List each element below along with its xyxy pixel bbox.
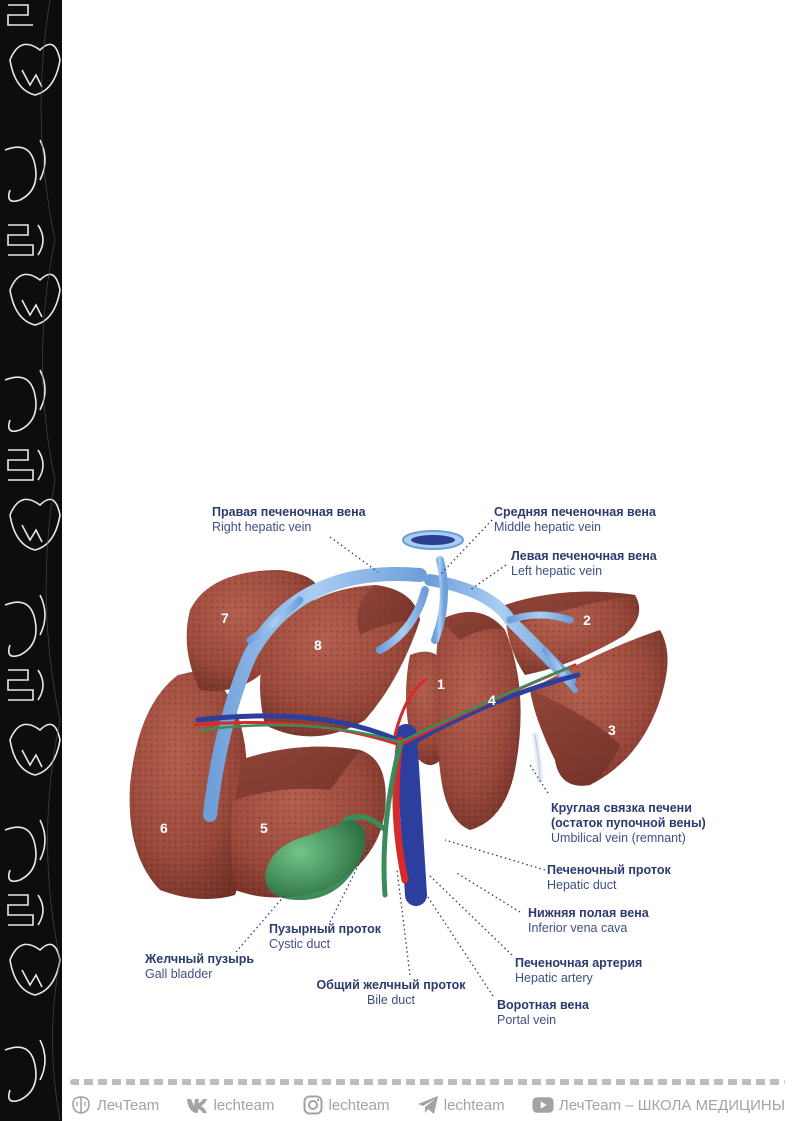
label-umbilical-vein: Круглая связка печени (остаток пупочной … xyxy=(551,801,706,846)
footer-youtube-text: ЛечTeam – ШКОЛА МЕДИЦИНЫ xyxy=(558,1096,785,1114)
label-en: Portal vein xyxy=(497,1013,557,1027)
segment-number-5: 5 xyxy=(260,820,268,836)
label-ru: Печеночный проток xyxy=(547,863,671,877)
segment-number-1: 1 xyxy=(437,676,445,692)
bile-ducts xyxy=(198,665,572,898)
label-ru: Общий желчный проток xyxy=(316,978,466,992)
footer-vk-text: lechteam xyxy=(213,1096,275,1114)
intestine-doodle-icon xyxy=(7,4,33,26)
segment-number-3: 3 xyxy=(608,722,616,738)
telegram-icon xyxy=(417,1095,439,1115)
label-ru: Левая печеночная вена xyxy=(511,549,657,563)
instagram-icon xyxy=(302,1095,324,1115)
label-portal-vein: Воротная вена Portal vein xyxy=(497,998,589,1028)
doodle-pattern xyxy=(4,0,61,1121)
label-ru: Правая печеночная вена xyxy=(212,505,366,519)
label-en: Hepatic artery xyxy=(515,971,593,985)
label-ru: Воротная вена xyxy=(497,998,589,1012)
label-hepatic-duct: Печеночный проток Hepatic duct xyxy=(547,863,671,893)
umbilical-ligament xyxy=(532,732,543,783)
footer-telegram-link[interactable]: lechteam xyxy=(417,1095,505,1115)
label-ru: Печеночная артерия xyxy=(515,956,643,970)
liver-segment-3 xyxy=(530,630,668,786)
heart-doodle-icon xyxy=(9,498,61,551)
label-inferior-vena-cava: Нижняя полая вена Inferior vena cava xyxy=(528,906,649,936)
stomach-doodle-icon xyxy=(4,819,46,883)
label-en: Cystic duct xyxy=(269,937,331,951)
liver-segment-8 xyxy=(260,585,420,737)
heart-doodle-icon xyxy=(9,273,61,326)
ivc-opening xyxy=(402,530,464,550)
footer: ЛечTeam lechteam lechteam lechteam ЛечTe… xyxy=(70,1073,785,1121)
label-en: Left hepatic vein xyxy=(511,564,603,578)
page-edge-rule xyxy=(62,0,65,1121)
footer-vk-link[interactable]: lechteam xyxy=(186,1095,274,1115)
label-ru: Нижняя полая вена xyxy=(528,906,649,920)
label-ru-line1: Круглая связка печени xyxy=(551,801,692,815)
segment-number-2: 2 xyxy=(583,612,591,628)
label-en: Hepatic duct xyxy=(547,878,617,892)
label-en: Umbilical vein (remnant) xyxy=(551,831,686,845)
intestine-doodle-icon xyxy=(7,224,44,256)
heart-doodle-icon xyxy=(9,723,61,776)
label-ru: Средняя печеночная вена xyxy=(494,505,656,519)
stomach-doodle-icon xyxy=(4,594,46,658)
heart-doodle-icon xyxy=(9,43,61,96)
label-cystic-duct: Пузырный проток Cystic duct xyxy=(269,922,381,952)
footer-links: ЛечTeam lechteam lechteam lechteam ЛечTe… xyxy=(70,1093,785,1117)
footer-youtube-link[interactable]: ЛечTeam – ШКОЛА МЕДИЦИНЫ xyxy=(532,1095,785,1115)
label-en: Right hepatic vein xyxy=(212,520,312,534)
label-en: Middle hepatic vein xyxy=(494,520,602,534)
portal-vein xyxy=(195,672,581,906)
label-bile-duct: Общий желчный проток Bile duct xyxy=(316,978,466,1008)
youtube-icon xyxy=(532,1095,554,1115)
label-right-hepatic-vein: Правая печеночная вена Right hepatic vei… xyxy=(212,505,366,535)
label-en: Bile duct xyxy=(367,993,415,1007)
label-ru-line2: (остаток пупочной вены) xyxy=(551,816,706,830)
footer-telegram-text: lechteam xyxy=(443,1096,505,1114)
footer-instagram-link[interactable]: lechteam xyxy=(302,1095,390,1115)
vk-icon xyxy=(186,1095,208,1115)
liver-segment-7 xyxy=(186,570,320,691)
stomach-doodle-icon xyxy=(4,369,46,433)
decorative-side-strip xyxy=(0,0,62,1121)
intestine-doodle-icon xyxy=(7,449,44,481)
footer-brand-link[interactable]: ЛечTeam xyxy=(70,1095,159,1115)
label-middle-hepatic-vein: Средняя печеночная вена Middle hepatic v… xyxy=(494,505,656,535)
stomach-doodle-icon xyxy=(4,1039,46,1103)
leader-lines xyxy=(235,519,549,997)
intestine-doodle-icon xyxy=(7,669,44,701)
label-hepatic-artery: Печеночная артерия Hepatic artery xyxy=(515,956,642,986)
label-ru: Пузырный проток xyxy=(269,922,382,936)
intestine-doodle-icon xyxy=(7,894,44,926)
label-gall-bladder: Желчный пузырь Gall bladder xyxy=(145,952,254,982)
segment-number-7: 7 xyxy=(221,610,229,626)
label-en: Gall bladder xyxy=(145,967,213,981)
label-left-hepatic-vein: Левая печеночная вена Left hepatic vein xyxy=(511,549,657,579)
label-ru: Желчный пузырь xyxy=(145,952,255,966)
liver-segment-4 xyxy=(435,612,521,830)
hepatic-veins xyxy=(203,532,578,822)
footer-brand-text: ЛечTeam xyxy=(97,1096,160,1114)
brain-logo-icon xyxy=(70,1095,92,1115)
gall-bladder xyxy=(265,820,366,900)
segment-number-6: 6 xyxy=(160,820,168,836)
segment-number-8: 8 xyxy=(314,637,322,653)
stomach-doodle-icon xyxy=(4,139,46,203)
label-en: Inferior vena cava xyxy=(528,921,628,935)
segment-number-4: 4 xyxy=(488,692,496,708)
footer-dashed-divider xyxy=(70,1079,785,1085)
footer-instagram-text: lechteam xyxy=(328,1096,390,1114)
